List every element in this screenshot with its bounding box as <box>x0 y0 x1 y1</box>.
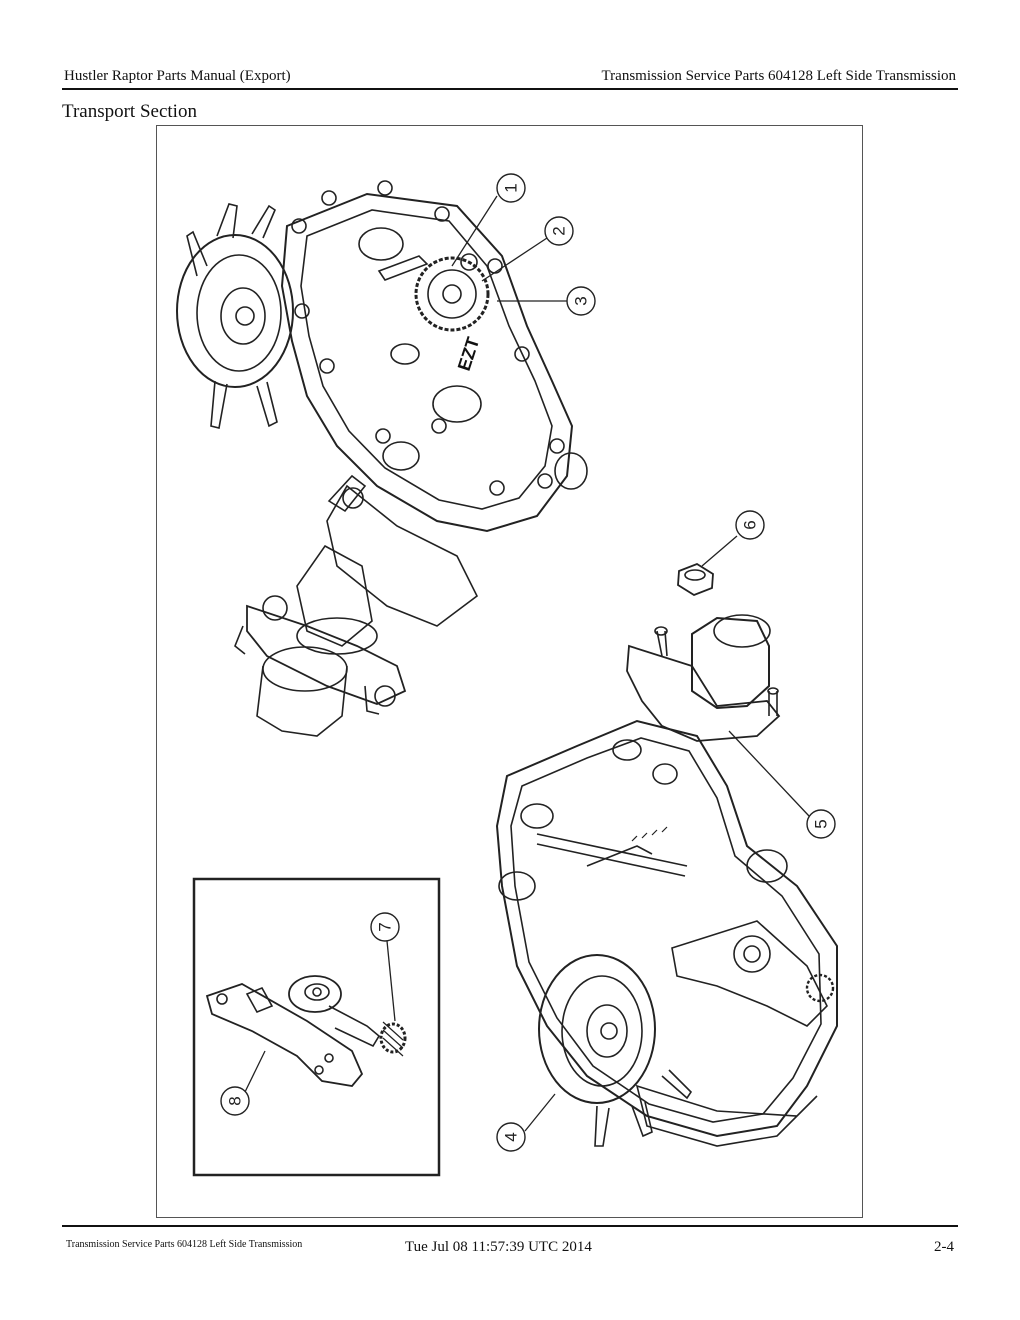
callout-5: 5 <box>728 730 836 839</box>
svg-text:4: 4 <box>502 1132 521 1141</box>
parts-diagram: EZT <box>156 125 863 1218</box>
inset-detail <box>192 877 441 1177</box>
lower-transmission <box>495 614 838 1147</box>
callout-2: 2 <box>481 216 574 282</box>
header-manual-title: Hustler Raptor Parts Manual (Export) <box>64 68 291 84</box>
svg-text:7: 7 <box>376 922 395 931</box>
callout-4: 4 <box>496 1093 556 1152</box>
svg-text:6: 6 <box>741 520 760 529</box>
svg-text:1: 1 <box>502 183 521 192</box>
callouts: 1 2 3 4 5 <box>220 173 836 1152</box>
callout-3: 3 <box>497 286 596 316</box>
footer-section-title: Transmission Service Parts 604128 Left S… <box>66 1239 303 1250</box>
hex-nut <box>677 562 714 597</box>
callout-1: 1 <box>451 173 526 267</box>
svg-text:5: 5 <box>812 819 831 828</box>
svg-text:2: 2 <box>550 226 569 235</box>
callout-6: 6 <box>701 510 765 567</box>
header-divider <box>62 88 958 90</box>
svg-text:3: 3 <box>572 296 591 305</box>
page-number: 2-4 <box>934 1239 954 1255</box>
callout-7: 7 <box>370 912 400 1022</box>
section-title: Transport Section <box>62 101 197 122</box>
upper-transmission: EZT <box>176 180 588 737</box>
exploded-view-drawing: EZT <box>176 173 838 1177</box>
header-section-title: Transmission Service Parts 604128 Left S… <box>601 68 956 84</box>
footer-divider <box>62 1225 958 1227</box>
housing-marking: EZT <box>454 335 484 374</box>
svg-text:8: 8 <box>226 1096 245 1105</box>
callout-8: 8 <box>220 1050 266 1116</box>
footer-timestamp: Tue Jul 08 11:57:39 UTC 2014 <box>405 1239 592 1255</box>
